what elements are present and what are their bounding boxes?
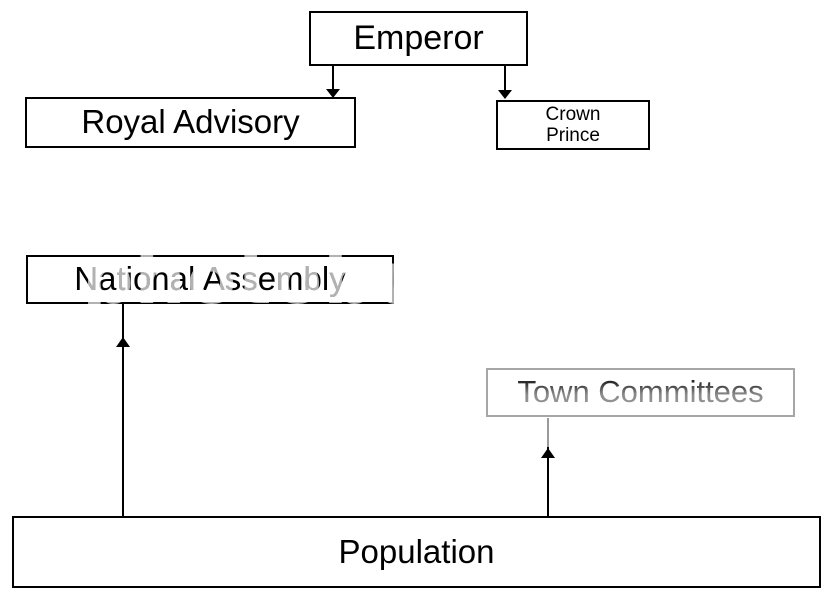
node-royal-advisory-label: Royal Advisory (81, 103, 300, 141)
node-emperor-label: Emperor (353, 19, 484, 58)
node-crown-prince: Crown Prince (496, 100, 650, 150)
edge-population-to-national-assembly (116, 304, 130, 516)
node-royal-advisory: Royal Advisory (25, 97, 356, 148)
edge-emperor-to-crown-prince (498, 66, 512, 99)
node-population-label: Population (338, 532, 495, 570)
node-town-committees: Town Committees (486, 368, 795, 417)
edge-population-to-town-committees (541, 418, 555, 516)
edge-emperor-to-royal-advisory (326, 66, 340, 98)
arrowhead-up-icon (541, 448, 555, 458)
node-national-assembly-label: National Assembly (74, 260, 346, 298)
node-crown-prince-label: Crown Prince (545, 104, 601, 146)
node-national-assembly: National Assembly (26, 255, 394, 304)
node-population: Population (12, 516, 821, 588)
node-town-committees-label: Town Committees (517, 374, 764, 410)
arrowhead-down-icon (498, 90, 512, 99)
node-emperor: Emperor (309, 11, 528, 66)
arrowhead-up-icon (116, 337, 130, 347)
